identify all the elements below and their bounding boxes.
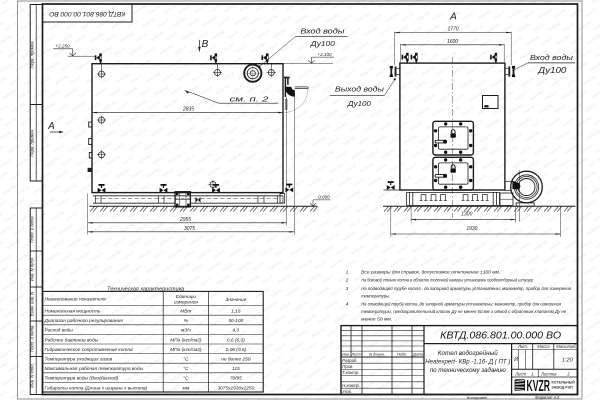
svg-text:0.000: 0.000: [318, 195, 330, 200]
svg-text:МПа (кгс/см2): МПа (кгс/см2): [170, 337, 202, 343]
svg-text:Листов: Листов: [540, 371, 557, 376]
svg-text:°С: °С: [183, 366, 189, 372]
svg-text:температуры, предохранительный: температуры, предохранительный клапан Ду…: [361, 308, 566, 315]
svg-text:см. п. 2: см. п. 2: [230, 94, 270, 103]
svg-text:Перв. примен.: Перв. примен.: [30, 129, 35, 157]
svg-text:50-100: 50-100: [228, 318, 243, 324]
svg-text:температуры.: температуры.: [361, 294, 390, 299]
svg-text:В: В: [202, 39, 209, 50]
svg-text:Формат А3: Формат А3: [535, 395, 560, 400]
svg-text:2: 2: [566, 371, 570, 376]
svg-text:Техническая характеристика: Техническая характеристика: [107, 286, 184, 292]
svg-text:2: 2: [345, 278, 349, 284]
svg-text:70/95: 70/95: [230, 376, 242, 382]
svg-text:115: 115: [232, 366, 240, 372]
svg-text:Выход воды: Выход воды: [335, 85, 385, 94]
svg-text:3075х1930х2250: 3075х1930х2250: [217, 385, 254, 391]
svg-text:KVZR: KVZR: [527, 378, 551, 395]
svg-text:4: 4: [346, 302, 349, 308]
svg-text:Значение: Значение: [225, 297, 246, 303]
svg-text:1600: 1600: [447, 39, 458, 45]
svg-text:3075: 3075: [184, 226, 195, 232]
svg-text:Подп. и дата: Подп. и дата: [30, 216, 35, 243]
svg-text:Единицы: Единицы: [176, 294, 197, 300]
svg-text:Ду100: Ду100: [347, 99, 372, 108]
svg-text:А: А: [449, 12, 457, 23]
svg-text:На боковой стенке котла в обла: На боковой стенке котла в области топочн…: [361, 277, 533, 284]
svg-text:1: 1: [346, 270, 349, 276]
svg-text:И: И: [514, 357, 518, 363]
svg-text:1: 1: [531, 371, 533, 376]
svg-text:КВТД.086.801.00.000 ВО: КВТД.086.801.00.000 ВО: [49, 10, 125, 17]
svg-text:Рабочее давление воды: Рабочее давление воды: [45, 337, 99, 343]
svg-text:Лист: Лист: [350, 351, 362, 356]
svg-text:+2.100: +2.100: [317, 52, 332, 57]
svg-text:0,06 (0,6): 0,06 (0,6): [226, 347, 247, 353]
svg-text:На отводящей трубе котла ,до з: На отводящей трубе котла ,до запорной ар…: [361, 301, 561, 308]
svg-text:КВТД.086.801.00.000 ВО: КВТД.086.801.00.000 ВО: [440, 331, 561, 342]
svg-text:Температура воды (Вход/выход): Температура воды (Вход/выход): [45, 376, 119, 382]
svg-text:+2.250: +2.250: [55, 44, 70, 49]
svg-text:Масса: Масса: [537, 344, 550, 349]
svg-text:Лист: Лист: [514, 371, 526, 376]
svg-text:Гидравлическое сопротивление к: Гидравлическое сопротивление котла: [45, 347, 133, 353]
svg-text:N докум.: N докум.: [369, 351, 385, 356]
svg-text:1770: 1770: [447, 27, 458, 33]
svg-text:Инв. N подл.: Инв. N подл.: [30, 363, 35, 387]
svg-text:МВт: МВт: [180, 309, 191, 315]
svg-text:%: %: [184, 318, 189, 324]
svg-text:Подп. и дата: Подп. и дата: [30, 325, 35, 352]
svg-text:Перв. примен.: Перв. примен.: [30, 41, 35, 69]
svg-text:измерения: измерения: [174, 301, 198, 306]
svg-text:МПа (кгс/см2): МПа (кгс/см2): [170, 347, 202, 353]
svg-text:Наименование показателя: Наименование показателя: [45, 297, 107, 303]
svg-text:Лит.: Лит.: [517, 344, 528, 349]
svg-text:Ду100: Ду100: [537, 66, 567, 75]
svg-text:4,0: 4,0: [233, 328, 240, 334]
svg-text:ЗАВОД РЭП: ЗАВОД РЭП: [552, 386, 574, 390]
svg-text:Диапазон рабочего регулировани: Диапазон рабочего регулирования: [44, 318, 124, 324]
svg-text:На подводящей трубе котла , д: На подводящей трубе котла , до запорной …: [361, 285, 571, 292]
svg-text:Номинальная мощность: Номинальная мощность: [45, 309, 102, 315]
svg-text:Heatexpert- КВр -1,16- Д ( ПТ: Heatexpert- КВр -1,16- Д ( ПТ ): [425, 359, 510, 366]
svg-text:Масштаб: Масштаб: [556, 344, 576, 349]
svg-text:не более 250: не более 250: [221, 357, 251, 363]
svg-text:Утв.: Утв.: [342, 389, 352, 394]
svg-text:А: А: [47, 121, 55, 132]
svg-text:1:20: 1:20: [562, 358, 574, 364]
svg-text:2835: 2835: [182, 106, 194, 112]
svg-text:3: 3: [346, 286, 349, 292]
svg-text:по техническому заданию: по техническому заданию: [430, 366, 506, 374]
svg-text:1930: 1930: [466, 226, 477, 232]
svg-text:°С: °С: [183, 376, 189, 382]
svg-text:Ду100: Ду100: [310, 39, 336, 48]
svg-text:2955: 2955: [179, 217, 191, 223]
svg-text:мм: мм: [183, 386, 190, 391]
svg-text:1,16: 1,16: [231, 309, 241, 315]
svg-text:Вход воды: Вход воды: [300, 26, 345, 35]
svg-text:Расход воды: Расход воды: [45, 328, 74, 334]
svg-text:Инв. N дубл.: Инв. N дубл.: [30, 257, 35, 281]
svg-text:Температура уходящих газов: Температура уходящих газов: [45, 357, 113, 363]
svg-text:Максимальная рабочая температу: Максимальная рабочая температура воды: [45, 366, 144, 372]
svg-text:Взам. инв. N: Взам. инв. N: [30, 291, 35, 316]
svg-text:1300: 1300: [461, 211, 472, 217]
svg-text:Изм.: Изм.: [342, 351, 350, 356]
svg-text:Н.контр.: Н.контр.: [342, 383, 360, 388]
svg-text:м3/ч: м3/ч: [181, 328, 191, 334]
svg-text:Котел водогрейный: Котел водогрейный: [438, 349, 498, 357]
svg-text:Разраб.: Разраб.: [342, 358, 357, 363]
svg-text:0,6 (6,0): 0,6 (6,0): [227, 337, 245, 343]
svg-text:Копировал: Копировал: [467, 395, 488, 400]
svg-text:КОТЕЛЬНЫЙ: КОТЕЛЬНЫЙ: [552, 381, 576, 385]
svg-text:Габариты котла (Длина х ширина: Габариты котла (Длина х ширина х высота): [45, 385, 148, 391]
svg-text:Вход воды: Вход воды: [530, 53, 574, 62]
svg-text:Т.контр.: Т.контр.: [342, 370, 359, 375]
svg-text:Пров.: Пров.: [342, 364, 353, 369]
svg-text:°С: °С: [183, 357, 189, 363]
svg-text:менее 50 мм.: менее 50 мм.: [361, 317, 392, 323]
svg-text:Все размеры для справок, допус: Все размеры для справок, допустимое откл…: [361, 270, 500, 276]
svg-text:Дата: Дата: [412, 351, 424, 356]
svg-text:Подп.: Подп.: [397, 351, 407, 356]
